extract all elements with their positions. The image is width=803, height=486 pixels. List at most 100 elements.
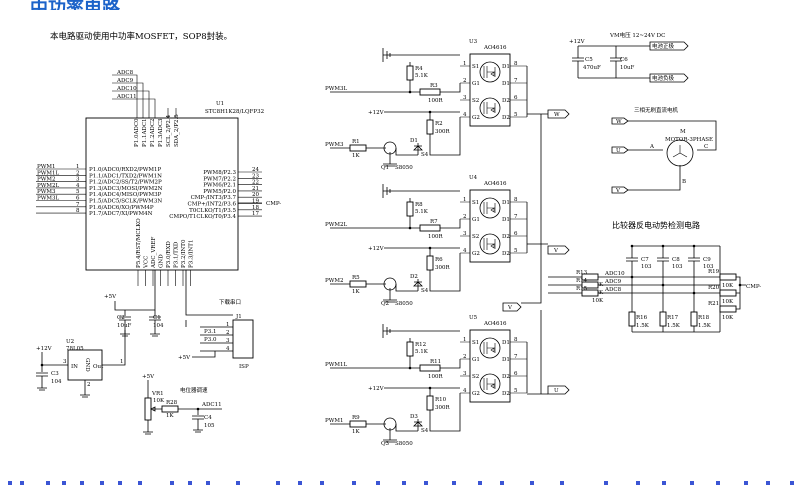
vr1-ref: VR1 [151,391,164,397]
r21-val: 10K [722,315,734,321]
motor-term-a: A [649,144,655,150]
mcu-pin-num-5: 5 [76,189,80,195]
mcu-top-pin-0: P1.0ADC0 [134,118,140,147]
mcu-pin-label-8: P1.7/ADC7/XI/PWM4N [89,211,153,217]
j1-ref: J1 [235,314,242,320]
r2-ref: R2 [435,121,443,127]
r16-ref: R16 [636,315,648,321]
mcu-pin-num-3: 3 [76,177,80,183]
svg-text:4: 4 [463,248,467,254]
motor-section: 三相无刷直流电机 W U V M MOTOR-3PHASE A C B [611,106,717,194]
u2-p1: 1 [120,359,124,365]
svg-text:5: 5 [514,248,518,254]
c9-val: 103 [703,264,714,270]
vm-plus12: +12V [569,39,586,45]
svg-text:3: 3 [463,95,467,101]
vm-neg: 电池负极 [652,74,675,82]
svg-text:S2: S2 [472,98,479,104]
phase-v-rail-flag: V [507,305,513,311]
mcu-part: STC8H1K28/LQFP32 [205,109,264,115]
motor-ref: M [680,129,686,135]
mcu-pin-label-21: PWM5/P2.0 [203,189,236,195]
svg-text:3: 3 [226,338,230,344]
motor-phase-v: V [615,188,621,194]
r4-ref: R4 [415,66,423,72]
intro-text: 本电路驱动使用中功率MOSFET，SOP8封装。 [50,32,233,42]
svg-text:2: 2 [463,78,467,84]
net-adc8: ADC8 [604,287,622,293]
u5-part: AO4616 [483,321,507,327]
d2-part: S4 [421,288,429,294]
q1-part: S8050 [395,165,413,171]
svg-text:D1: D1 [502,64,510,70]
net-pwm1l: PWM1L [325,362,347,368]
r28-ref: R28 [166,400,178,406]
motor-title: 三相无刷直流电机 [634,106,679,114]
svg-text:D2: D2 [502,98,510,104]
r19-val: 10K [722,283,734,289]
motor-part: MOTOR-3PHASE [665,137,713,143]
plus5-label: +5V [104,294,117,300]
bemf-title: 比较器反电动势检测电路 [612,220,700,230]
bemf-section: 比较器反电动势检测电路 C7103C8103C9103R1310KADC10R1… [548,220,761,333]
power-section: +5V C2 10uF C1 104 +12V U2 78L05 IN GND … [36,270,164,398]
mcu-top-pin-3: P1.3ADC3 [158,118,164,147]
mcu-pin-num-24: 24 [252,167,259,173]
mcu-pin-label-4: P1.3/ADC3/MOSI/PWM2N [89,186,163,192]
pot-plus5: +5V [142,374,155,380]
svg-text:6: 6 [514,371,518,377]
svg-text:D2: D2 [502,391,510,397]
r28-body [161,405,179,413]
mcu-top-pin-5: SDA_2/P2.5 [174,114,180,147]
r12-ref: R12 [415,342,426,348]
svg-text:2: 2 [463,354,467,360]
cropped-glyph [478,481,482,485]
cropped-glyph [716,481,720,485]
mcu-pin-label-22: PWM6/P2.1 [203,183,236,189]
phase-v-flag: V [553,248,559,254]
svg-text:7: 7 [514,78,518,84]
pot-section: +5V 电位器调速 VR1 10K R28 1K ADC11 C4 105 [142,374,222,435]
u2-p3: 3 [63,359,67,365]
r17-ref: R17 [667,315,679,321]
mcu-top-pin-4: SCL_2/P2.4 [166,114,172,147]
mcu-net-pwm2: PWM2 [37,177,56,183]
svg-text:4: 4 [226,346,230,352]
mcu-pin-num-8: 8 [76,208,80,214]
q3-part: S8050 [395,441,413,447]
net-adc10: ADC10 [604,271,625,277]
r16-val: 1.5K [636,323,650,329]
svg-text:G1: G1 [472,81,480,87]
r12-val: 5.1K [415,349,429,355]
isp-label: ISP [239,364,249,370]
svg-text:S1: S1 [472,64,479,70]
cropped-glyph [206,481,210,485]
mcu-net-pwm2l: PWM2L [37,183,59,189]
svg-text:6: 6 [514,95,518,101]
c2-ref: C2 [117,315,125,321]
svg-text:7: 7 [514,214,518,220]
cropped-glyph [744,481,748,485]
r4-val: 5.1K [415,73,429,79]
svg-text:D2: D2 [502,234,510,240]
mcu-pin-num-7: 7 [76,202,80,208]
svg-text:3: 3 [463,231,467,237]
cropped-glyph [320,481,324,485]
mcu-top-pin-1: P1.1ADC1 [142,118,148,147]
mcu-bottom-pin-2: ADC_VREF [151,237,157,269]
mcu-pin-num-21: 21 [252,186,259,192]
motor-phase-u: U [616,148,621,154]
cropped-glyph [352,481,356,485]
vm-pos: 电池正极 [652,42,675,50]
cropped-glyph [560,481,564,485]
r7-ref: R7 [430,219,438,225]
u2-out: Out [93,364,104,370]
mcu-net-pwm1: PWM1 [37,164,56,170]
r28-val: 1K [166,413,174,419]
r8-ref: R8 [415,202,423,208]
svg-text:D1: D1 [502,200,510,206]
r13-ref: R13 [576,270,588,276]
svg-text:1: 1 [226,322,230,328]
svg-text:5: 5 [514,388,518,394]
